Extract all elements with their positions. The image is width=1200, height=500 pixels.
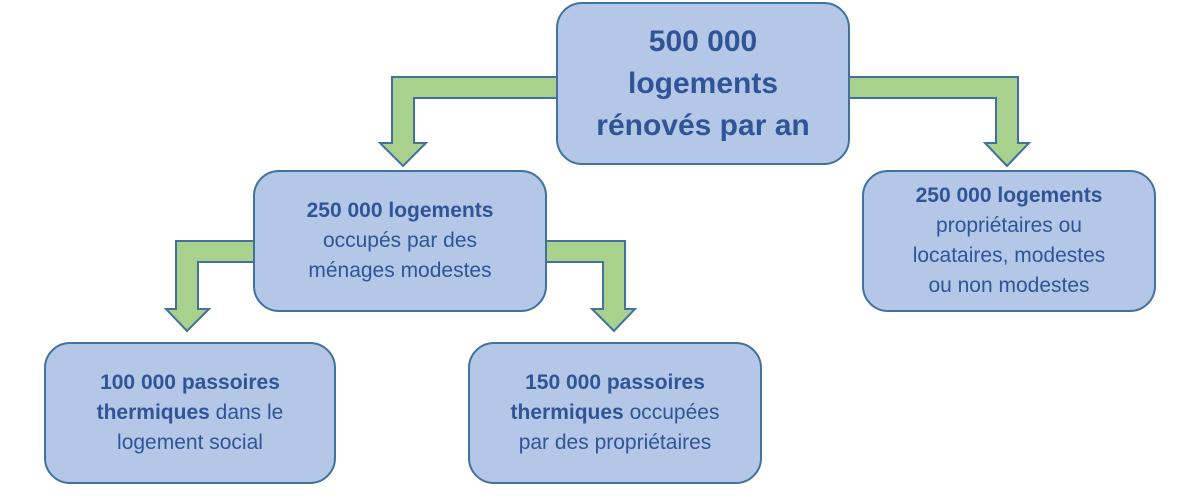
node-text-bold: 100 000 passoires [100, 371, 280, 394]
node-text: par des propriétaires [518, 431, 712, 454]
node-proprietaires-occupants: 150 000 passoires thermiques occupées pa… [468, 342, 762, 484]
arrow-modest-to-social [163, 240, 256, 333]
node-text-bold: 250 000 logements [306, 199, 494, 222]
node-text-bold: 250 000 logements [915, 184, 1103, 207]
node-text-bold: 150 000 passoires [525, 371, 705, 394]
node-text: ménages modestes [308, 259, 492, 282]
node-logement-social: 100 000 passoires thermiques dans le log… [44, 342, 336, 484]
arrow-modest-to-owners [544, 240, 638, 333]
node-text: ou non modestes [928, 274, 1090, 297]
node-text: logement social [117, 431, 263, 454]
node-text: propriétaires ou [936, 214, 1082, 237]
arrow-root-to-modest [377, 76, 559, 168]
node-text-bold: thermiques [510, 401, 624, 424]
node-text: logements [627, 66, 779, 100]
node-menages-modestes: 250 000 logements occupés par des ménage… [253, 170, 547, 312]
node-proprietaires-locataires: 250 000 logements propriétaires ou locat… [862, 170, 1156, 312]
node-text: rénovés par an [596, 108, 810, 142]
node-500000-logements: 500 000 logements rénovés par an [556, 2, 850, 165]
node-text-bold: thermiques [96, 401, 210, 424]
node-text: occupées [623, 401, 720, 424]
node-text: occupés par des [322, 229, 478, 252]
node-text: 500 000 [648, 24, 758, 58]
arrow-root-to-other [847, 76, 1032, 168]
node-text: locataires, modestes [912, 244, 1106, 267]
node-text: dans le [209, 401, 284, 424]
